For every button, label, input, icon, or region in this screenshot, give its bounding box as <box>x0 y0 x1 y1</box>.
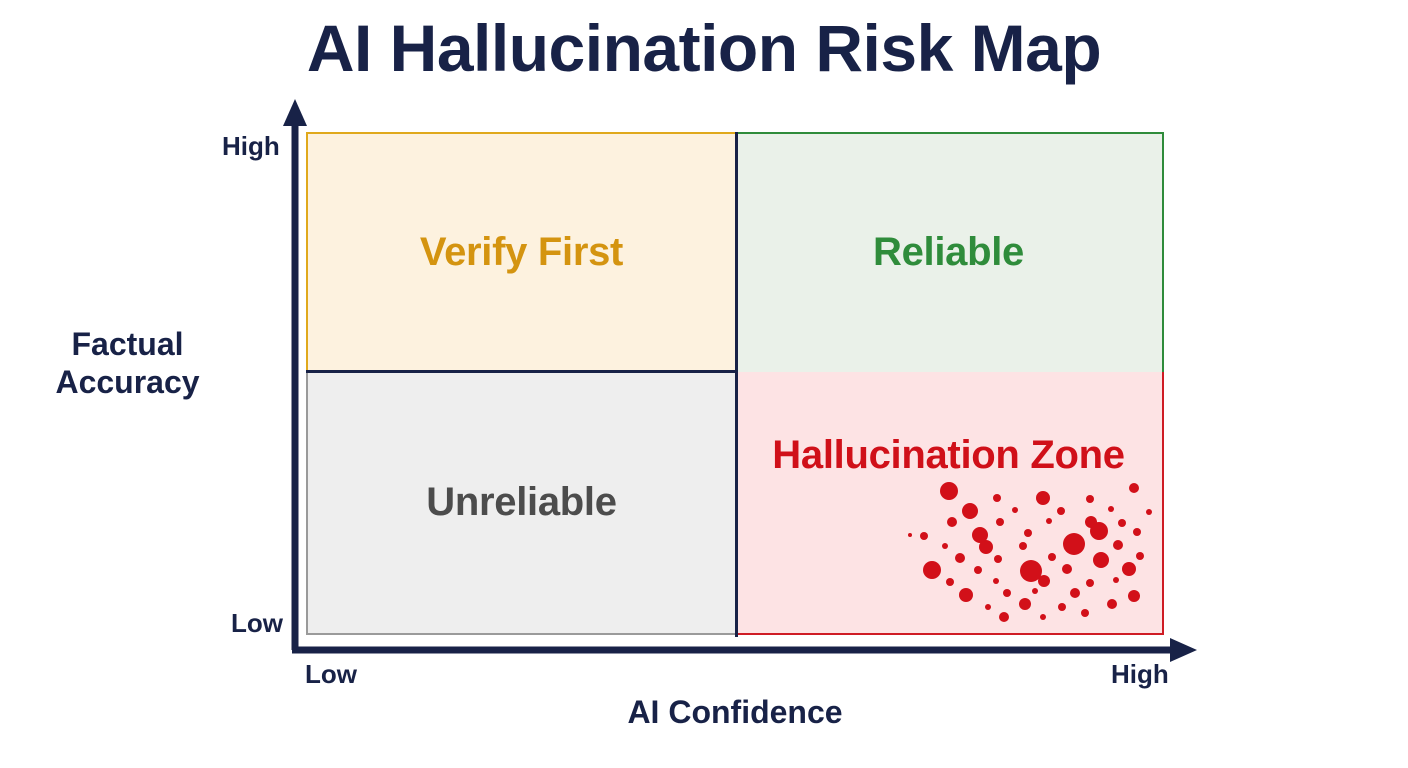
hallucination-point <box>984 603 991 610</box>
hallucination-point <box>993 578 1000 585</box>
hallucination-point <box>1085 515 1098 528</box>
quadrant-divider-horizontal <box>306 370 736 373</box>
hallucination-point <box>972 526 989 543</box>
hallucination-point <box>908 533 913 538</box>
quadrant-label-verify-first: Verify First <box>419 230 624 275</box>
hallucination-point <box>1133 528 1142 537</box>
hallucination-point <box>1047 553 1056 562</box>
hallucination-point <box>992 494 1001 503</box>
quadrant-reliable[interactable]: Reliable <box>735 132 1164 372</box>
quadrant-verify-first[interactable]: Verify First <box>306 132 735 372</box>
hallucination-point <box>1086 494 1095 503</box>
hallucination-point <box>946 578 955 587</box>
page-title: AI Hallucination Risk Map <box>306 11 1102 85</box>
quadrant-hallucination-zone[interactable]: Hallucination Zone <box>735 372 1164 635</box>
quadrant-unreliable[interactable]: Unreliable <box>306 372 735 635</box>
hallucination-point <box>996 518 1005 527</box>
hallucination-point <box>958 588 973 603</box>
y-axis-tick-high: High <box>222 131 280 161</box>
x-axis-title: AI Confidence <box>627 694 843 730</box>
hallucination-point <box>993 555 1002 564</box>
hallucination-point <box>1092 551 1109 568</box>
x-axis-tick-low: Low <box>305 659 357 689</box>
hallucination-point <box>1128 482 1139 493</box>
x-axis-arrowhead <box>1170 638 1197 662</box>
quadrant-grid: Verify First Reliable Unreliable Halluci… <box>306 132 1164 635</box>
hallucination-point <box>1107 506 1114 513</box>
hallucination-point <box>1062 563 1073 574</box>
hallucination-point <box>920 531 929 540</box>
quadrant-label-reliable: Reliable <box>873 230 1024 275</box>
hallucination-point <box>923 561 942 580</box>
hallucination-point <box>1062 533 1085 556</box>
quadrant-divider-vertical <box>735 132 738 637</box>
hallucination-point <box>942 543 949 550</box>
hallucination-point <box>939 481 958 500</box>
hallucination-point <box>1039 614 1046 621</box>
hallucination-point <box>1080 609 1089 618</box>
hallucination-point <box>1032 587 1039 594</box>
hallucination-point <box>1121 562 1136 577</box>
hallucination-point <box>1127 589 1140 602</box>
hallucination-point <box>1011 506 1018 513</box>
y-axis-title: Factual Accuracy <box>55 326 200 400</box>
hallucination-point <box>1020 560 1042 583</box>
hallucination-point <box>978 539 993 554</box>
hallucination-point <box>973 565 982 574</box>
hallucination-point <box>1046 518 1053 525</box>
hallucination-point <box>1135 552 1144 561</box>
hallucination-point <box>1146 508 1153 515</box>
hallucination-point <box>1023 529 1032 538</box>
quadrant-label-unreliable: Unreliable <box>426 479 617 524</box>
hallucination-point <box>1057 507 1066 516</box>
quadrant-label-hallucination-zone: Hallucination Zone <box>772 433 1125 477</box>
hallucination-point <box>1038 574 1051 587</box>
hallucination-point <box>1019 597 1032 610</box>
hallucination-point <box>1106 598 1117 609</box>
y-axis-tick-low: Low <box>231 608 283 638</box>
hallucination-point <box>954 553 965 564</box>
hallucination-point <box>962 503 979 520</box>
hallucination-point <box>1118 519 1127 528</box>
hallucination-point <box>1113 577 1120 584</box>
hallucination-point <box>1002 588 1011 597</box>
hallucination-point <box>1057 603 1066 612</box>
hallucination-point <box>1086 579 1095 588</box>
hallucination-point <box>1069 588 1080 599</box>
x-axis-tick-high: High <box>1111 659 1169 689</box>
hallucination-point <box>1113 539 1124 550</box>
hallucination-point <box>947 517 958 528</box>
hallucination-point <box>999 611 1010 622</box>
y-axis-arrowhead <box>283 99 307 126</box>
hallucination-point <box>1036 490 1051 505</box>
hallucination-point-cluster <box>735 372 1162 633</box>
hallucination-point <box>1019 541 1028 550</box>
